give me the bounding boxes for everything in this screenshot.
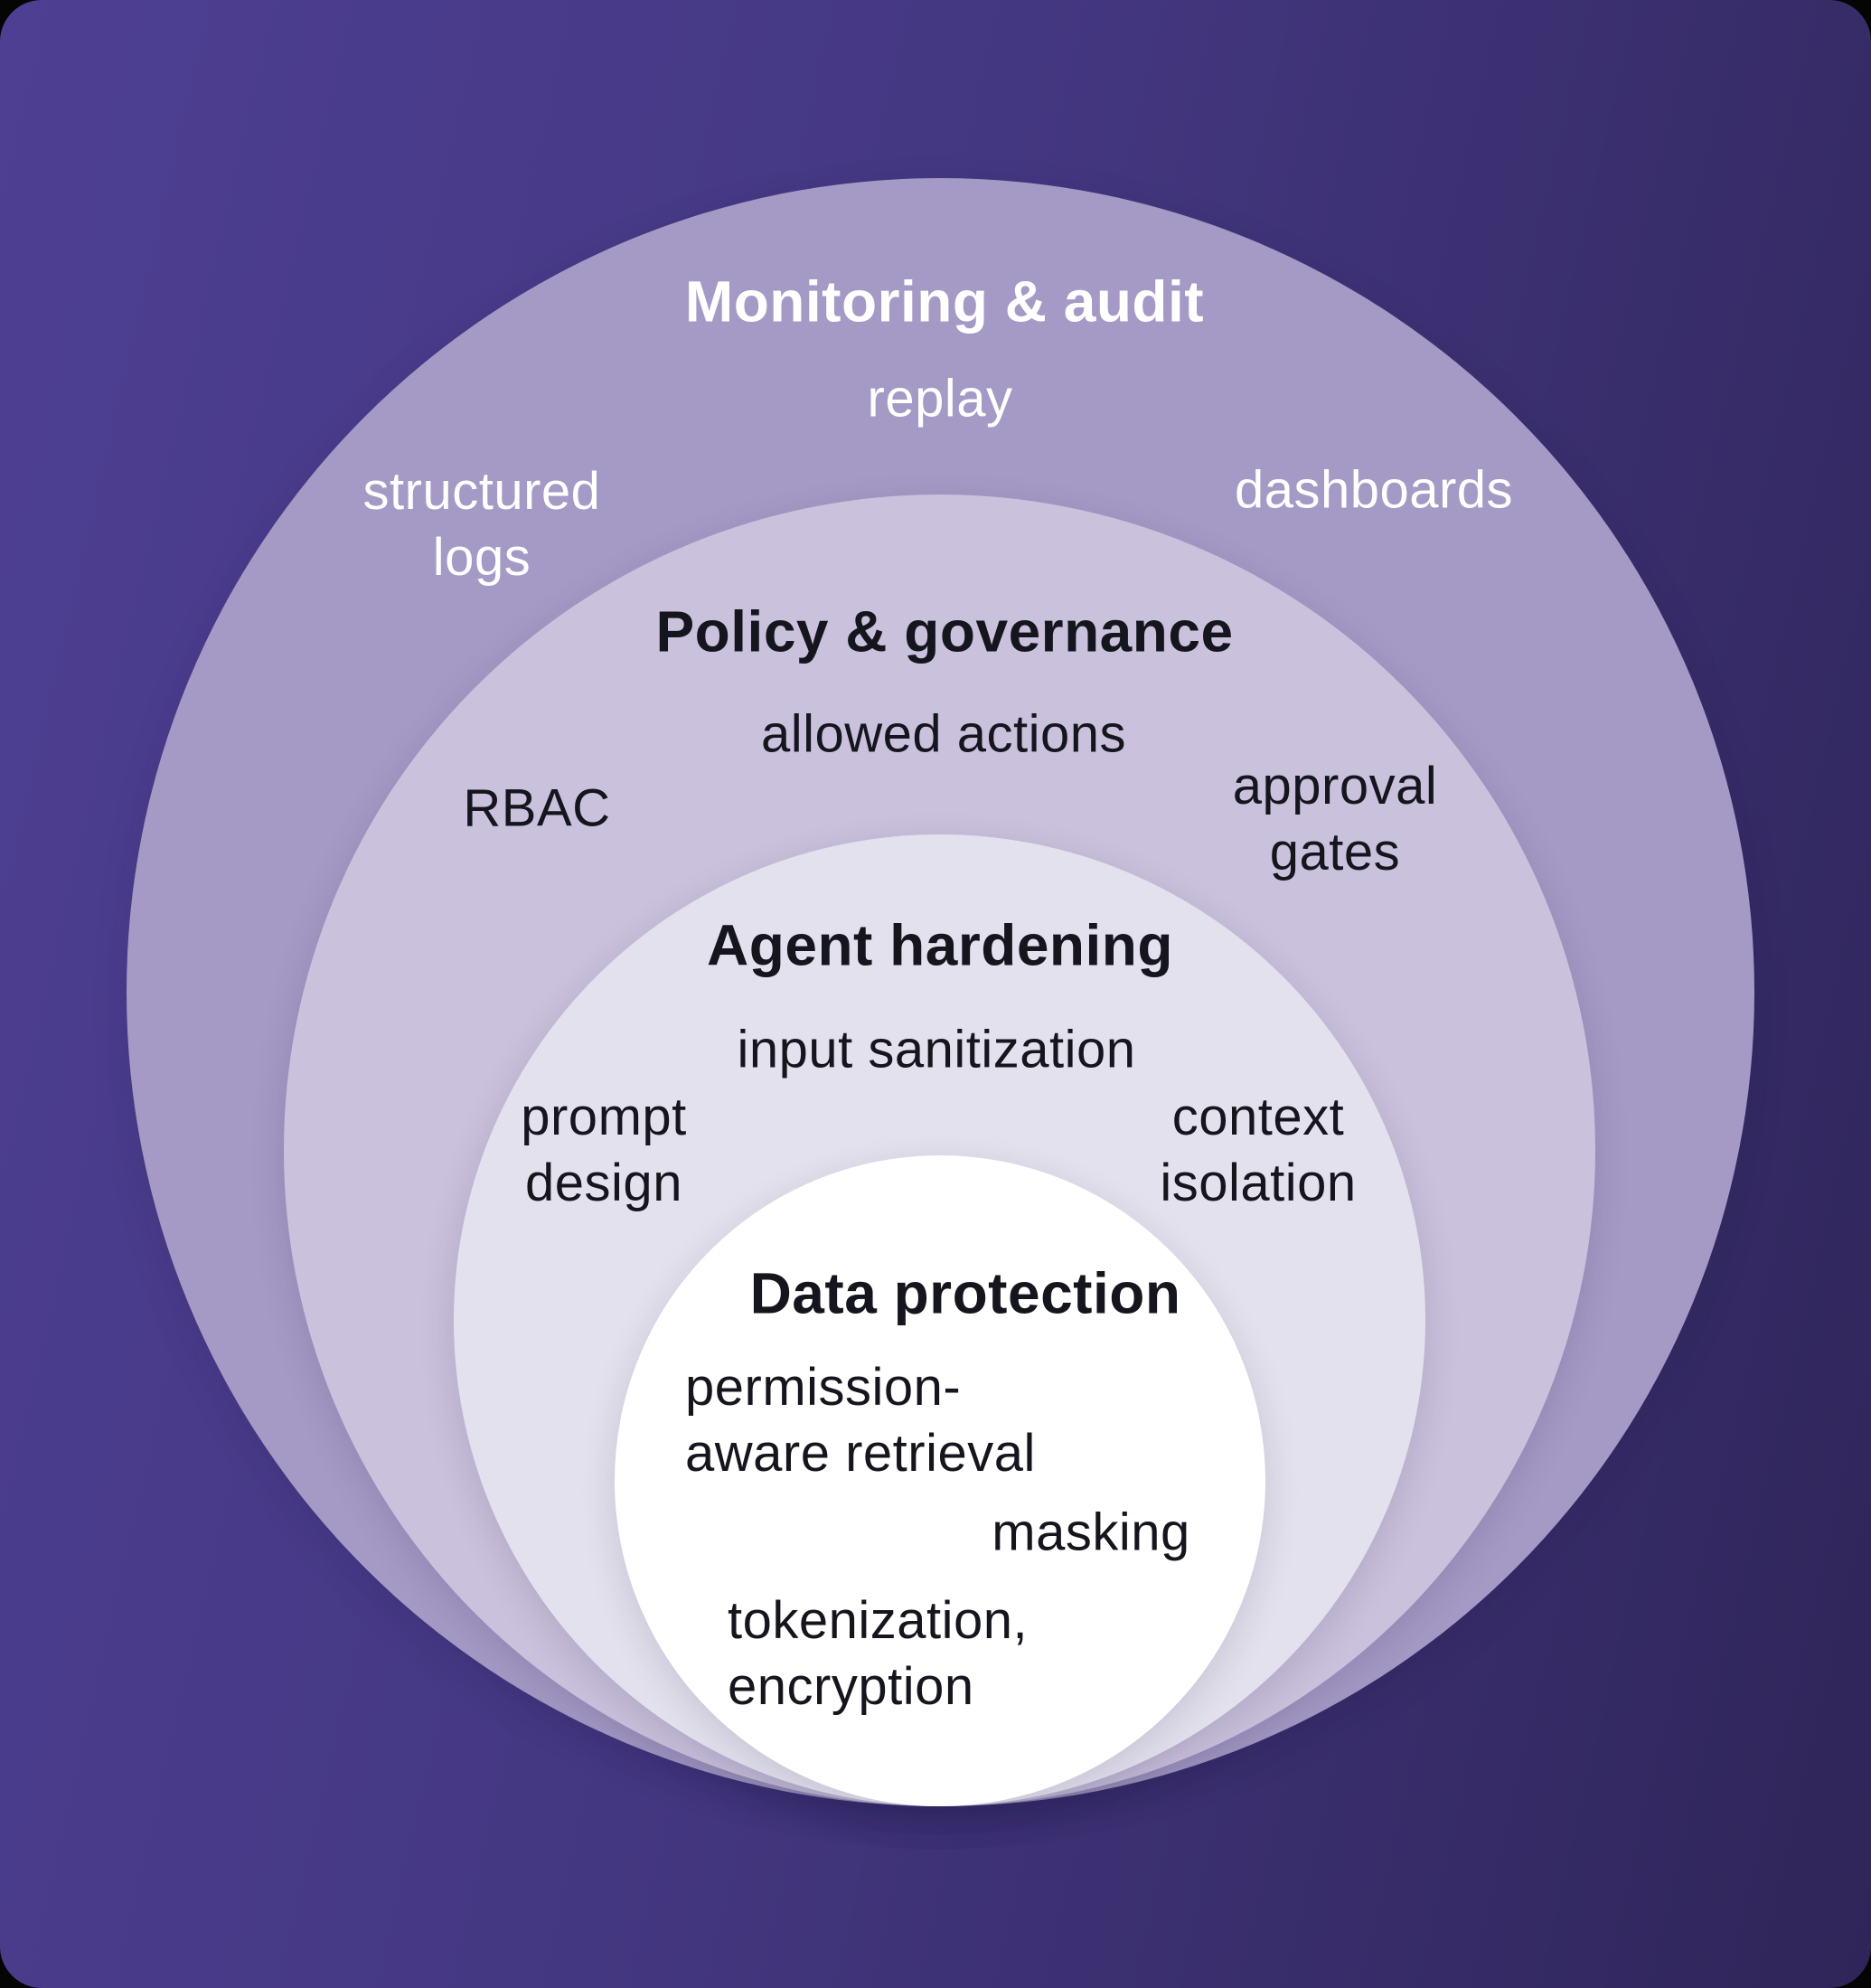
label-input-sanitization: input sanitization — [737, 1020, 1136, 1079]
label-allowed-actions: allowed actions — [760, 704, 1127, 764]
policy-governance-title: Policy & governance — [655, 598, 1234, 664]
label-replay: replay — [867, 369, 1013, 429]
label-dashboards: dashboards — [1234, 460, 1514, 520]
data-protection-title: Data protection — [749, 1260, 1181, 1326]
monitoring-audit-title: Monitoring & audit — [684, 269, 1205, 334]
label-structured-logs: structured logs — [362, 462, 601, 587]
label-approval-gates: approval gates — [1232, 757, 1438, 881]
label-tokenization-encryption: tokenization, encryption — [728, 1591, 1029, 1716]
label-masking: masking — [992, 1503, 1190, 1562]
label-prompt-design: prompt design — [521, 1088, 687, 1212]
agent-hardening-title: Agent hardening — [707, 912, 1173, 978]
label-permission-aware-retrieval: permission-aware retrieval — [685, 1358, 1036, 1483]
label-context-isolation: context isolation — [1160, 1088, 1357, 1212]
ring-data-protection — [615, 1155, 1265, 1806]
label-rbac: RBAC — [463, 778, 611, 838]
